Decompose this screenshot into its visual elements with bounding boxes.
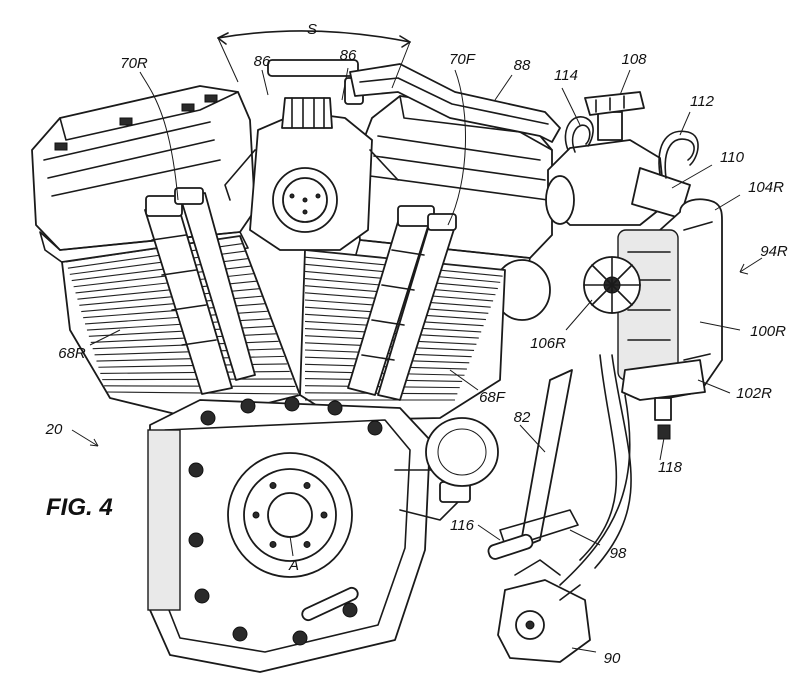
case-bolt bbox=[240, 398, 256, 414]
hub-bolt bbox=[303, 482, 311, 490]
coolant-reservoir-110 bbox=[545, 139, 691, 226]
label-102R: 102R bbox=[736, 385, 772, 402]
coolant-hoses bbox=[487, 354, 632, 586]
hub-bolt bbox=[303, 540, 311, 548]
hose-112 bbox=[658, 130, 699, 179]
tank-102R bbox=[621, 359, 706, 440]
case-bolt bbox=[327, 400, 343, 416]
hub-bolt bbox=[269, 482, 277, 490]
case-bolt bbox=[284, 396, 300, 412]
label-116: 116 bbox=[450, 517, 475, 534]
case-bolt bbox=[232, 626, 248, 642]
hub-bolt bbox=[320, 511, 328, 519]
label-82: 82 bbox=[514, 409, 531, 426]
pump-90 bbox=[497, 559, 591, 663]
cooling-fin bbox=[304, 356, 470, 364]
filler-cap-108 bbox=[584, 91, 645, 141]
front-pushrod-tubes bbox=[347, 205, 457, 401]
label-68F: 68F bbox=[479, 389, 506, 406]
label-106R: 106R bbox=[530, 335, 566, 352]
label-88: 88 bbox=[514, 57, 531, 74]
label-110: 110 bbox=[720, 149, 745, 166]
crankcase bbox=[147, 396, 471, 673]
label-20: 20 bbox=[45, 421, 63, 438]
hub-bolt bbox=[252, 511, 260, 519]
case-bolt bbox=[188, 462, 204, 478]
case-bolt bbox=[200, 410, 216, 426]
label-70R: 70R bbox=[120, 55, 148, 72]
label-94R: 94R bbox=[760, 243, 788, 260]
case-bolt bbox=[194, 588, 210, 604]
case-bolt bbox=[367, 420, 383, 436]
label-108: 108 bbox=[621, 51, 647, 68]
case-bolt bbox=[188, 532, 204, 548]
cooling-fin bbox=[90, 333, 276, 344]
fan-106R bbox=[583, 256, 641, 314]
hub-bolt bbox=[269, 540, 277, 548]
label-86a: 86 bbox=[254, 53, 271, 70]
label-86b: 86 bbox=[340, 47, 357, 64]
reference-labels: S 86 86 70R 70F 88 114 108 112 110 104R … bbox=[45, 21, 788, 667]
fuel-line-88 bbox=[349, 63, 561, 143]
label-90: 90 bbox=[604, 650, 621, 667]
dimension-s bbox=[217, 30, 411, 89]
case-bolt bbox=[292, 630, 308, 646]
label-100R: 100R bbox=[750, 323, 786, 340]
case-bolt bbox=[342, 602, 358, 618]
label-68R: 68R bbox=[58, 345, 86, 362]
label-S: S bbox=[307, 21, 317, 38]
label-112: 112 bbox=[690, 93, 715, 110]
cooling-fin bbox=[94, 348, 282, 356]
label-98: 98 bbox=[610, 545, 627, 562]
label-118: 118 bbox=[658, 459, 683, 476]
label-114: 114 bbox=[554, 67, 578, 84]
hose-114 bbox=[564, 116, 594, 153]
label-A: A bbox=[288, 557, 299, 574]
label-70F: 70F bbox=[449, 51, 476, 68]
intake-manifold bbox=[224, 59, 399, 251]
oil-filter bbox=[425, 417, 499, 487]
leader-lines bbox=[71, 67, 763, 653]
rear-pushrod-tubes bbox=[144, 187, 256, 395]
label-104R: 104R bbox=[748, 179, 784, 196]
figure-caption: FIG. 4 bbox=[46, 494, 113, 521]
